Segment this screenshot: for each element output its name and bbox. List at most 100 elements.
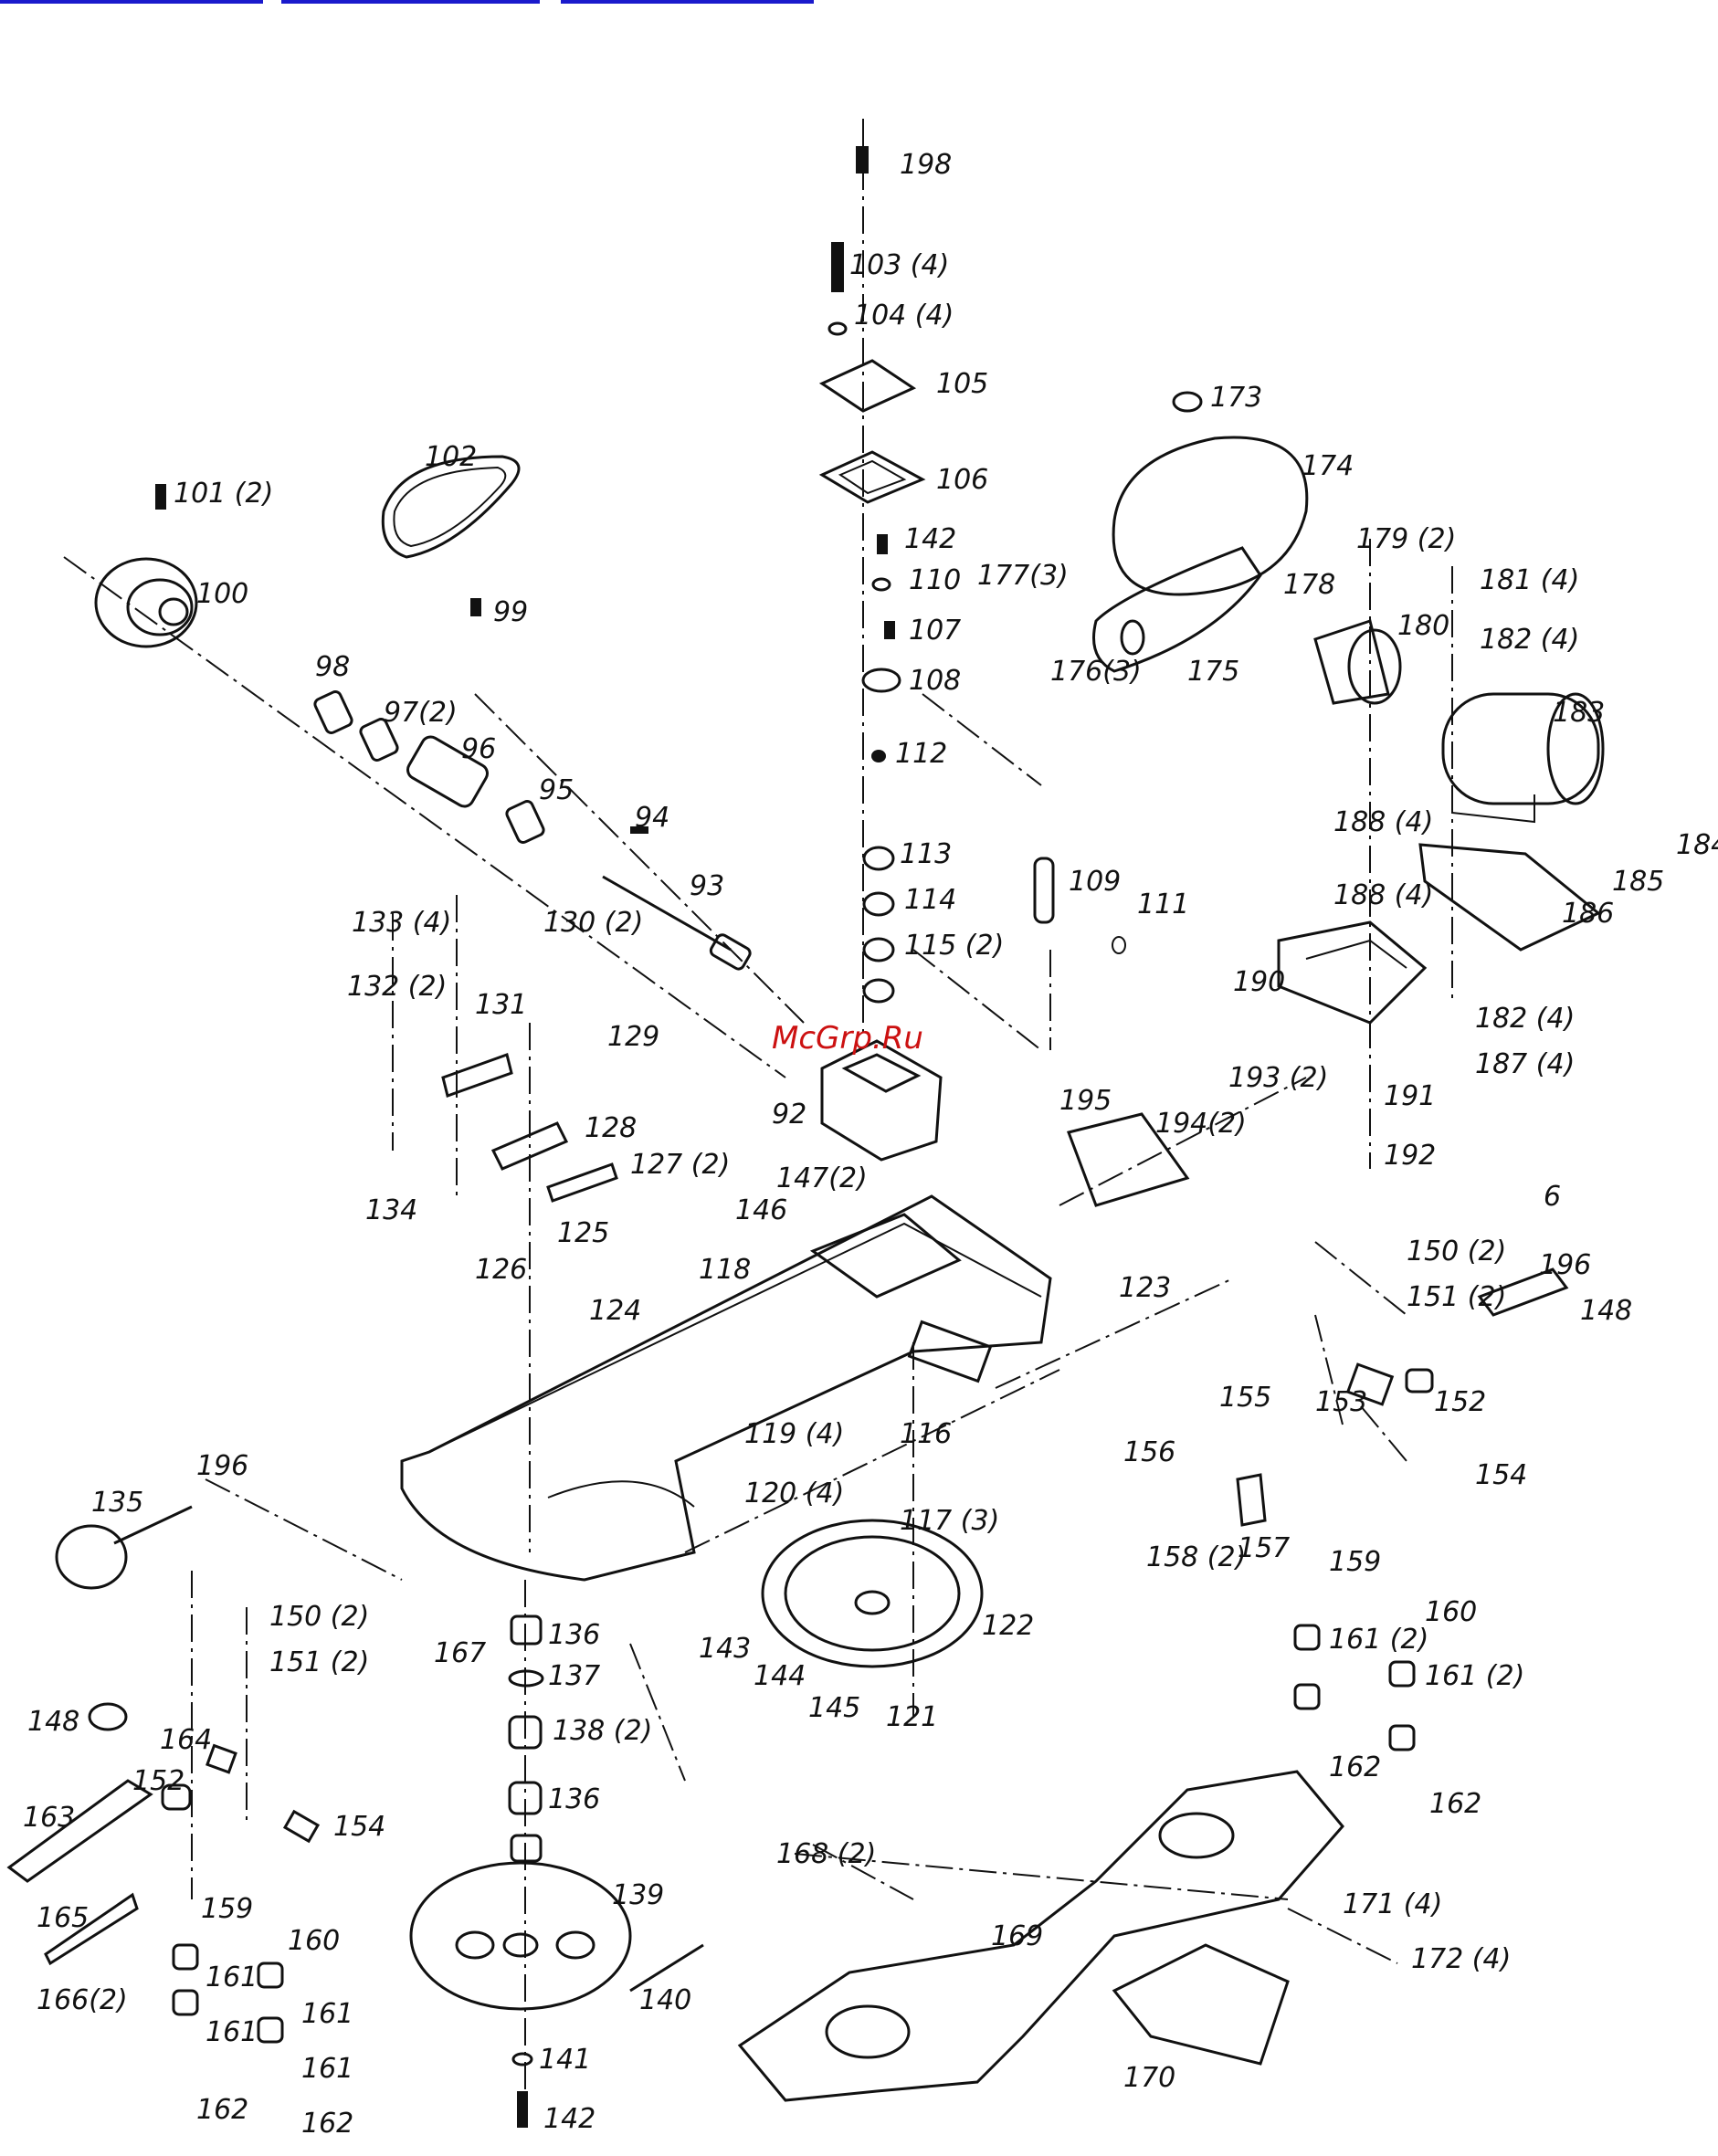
callout-145: 145: [808, 1692, 860, 1724]
callout-160a: 160: [288, 1925, 340, 1957]
callout-166: 166(2): [37, 1984, 128, 2016]
callout-135: 135: [91, 1487, 143, 1519]
motor-183: [1441, 692, 1605, 824]
callout-128: 128: [585, 1112, 637, 1144]
callout-142a: 142: [904, 523, 956, 555]
callout-108: 108: [909, 665, 961, 697]
callout-94: 94: [635, 802, 669, 834]
callout-130: 130 (2): [543, 907, 643, 939]
lower-guides-right: [1236, 1267, 1569, 1751]
callout-163: 163: [23, 1802, 75, 1834]
callout-127: 127 (2): [630, 1149, 730, 1181]
mount-plate-186: [1418, 843, 1601, 952]
callout-167: 167: [434, 1637, 486, 1669]
callout-182b: 182 (4): [1475, 1003, 1575, 1035]
callout-147: 147(2): [776, 1162, 868, 1194]
callout-184: 184: [1676, 829, 1718, 861]
top-link-1[interactable]: [0, 0, 263, 4]
callout-187: 187 (4): [1475, 1048, 1575, 1080]
callout-179: 179 (2): [1356, 523, 1456, 555]
wheel-stack-136-142: [508, 1614, 544, 2128]
callout-180: 180: [1397, 610, 1449, 642]
callout-164: 164: [160, 1724, 212, 1756]
callout-112: 112: [895, 738, 947, 770]
top-link-2[interactable]: [281, 0, 540, 4]
callout-159a: 159: [201, 1893, 253, 1925]
callout-152a: 152: [132, 1765, 184, 1797]
callout-141: 141: [539, 2044, 591, 2076]
callout-177: 177(3): [977, 560, 1069, 592]
callout-161e: 161: [301, 1998, 353, 2030]
watermark: McGrp.Ru: [772, 1020, 923, 1057]
callout-162a: 162: [1329, 1751, 1381, 1783]
callout-117: 117 (3): [900, 1505, 999, 1537]
callout-102: 102: [425, 441, 477, 473]
callout-100: 100: [196, 578, 248, 610]
callout-114: 114: [904, 884, 956, 916]
callout-137: 137: [548, 1660, 600, 1692]
callout-152b: 152: [1434, 1386, 1486, 1418]
callout-119: 119 (4): [744, 1418, 844, 1450]
shaft-parts-93-99: [313, 598, 752, 971]
knob-135: [55, 1505, 193, 1590]
callout-175: 175: [1187, 656, 1239, 688]
saw-frame-118: [400, 1194, 1052, 1582]
pulley-100: [94, 557, 198, 648]
callout-196b: 196: [1539, 1249, 1591, 1281]
callout-134: 134: [365, 1194, 417, 1226]
callout-124: 124: [589, 1295, 641, 1327]
callout-169: 169: [991, 1920, 1043, 1952]
callout-190: 190: [1233, 966, 1285, 998]
callout-159b: 159: [1329, 1546, 1381, 1578]
callout-133: 133 (4): [352, 907, 451, 939]
callout-156: 156: [1123, 1436, 1175, 1468]
callout-162b: 162: [1429, 1788, 1481, 1820]
callout-153: 153: [1315, 1386, 1367, 1418]
motor-pulley-180: [1313, 619, 1402, 705]
callout-116: 116: [900, 1418, 952, 1450]
callout-131: 131: [475, 989, 527, 1021]
callout-191: 191: [1384, 1080, 1436, 1112]
callout-173: 173: [1210, 382, 1262, 414]
callout-98: 98: [315, 651, 350, 683]
callout-110: 110: [909, 564, 961, 596]
leader-lines: [63, 119, 1453, 2128]
callout-125: 125: [557, 1217, 609, 1249]
callout-165: 165: [37, 1902, 89, 1934]
set-screw-101: [155, 484, 166, 510]
callout-103: 103 (4): [849, 249, 949, 281]
callout-138: 138 (2): [553, 1715, 652, 1747]
callout-176: 176(3): [1050, 656, 1142, 688]
callout-101: 101 (2): [174, 478, 273, 510]
callout-192: 192: [1384, 1140, 1436, 1172]
callout-111: 111: [1137, 889, 1189, 920]
callout-174: 174: [1302, 450, 1354, 482]
callout-144: 144: [754, 1660, 806, 1692]
callout-92: 92: [772, 1099, 806, 1131]
callout-150b: 150 (2): [1407, 1236, 1506, 1267]
callout-161b: 161 (2): [1425, 1660, 1524, 1692]
callout-183: 183: [1553, 697, 1605, 729]
callout-107: 107: [909, 615, 961, 647]
callout-146: 146: [735, 1194, 787, 1226]
callout-193: 193 (2): [1228, 1062, 1328, 1094]
callout-148b: 148: [1580, 1295, 1632, 1327]
callout-188b: 188 (4): [1333, 879, 1433, 911]
callout-162c: 162: [196, 2094, 248, 2126]
top-link-3[interactable]: [561, 0, 814, 4]
callout-171: 171 (4): [1343, 1888, 1442, 1920]
belt-cover-174: [1112, 391, 1309, 596]
callout-162d: 162: [301, 2108, 353, 2140]
callout-172: 172 (4): [1411, 1943, 1511, 1975]
callout-170: 170: [1123, 2062, 1175, 2094]
handwheel-122: [761, 1519, 984, 1668]
callout-188a: 188 (4): [1333, 806, 1433, 838]
callout-181: 181 (4): [1480, 564, 1579, 596]
callout-161d: 161: [206, 2016, 258, 2048]
blade-guard-169: [737, 1770, 1344, 2102]
callout-140: 140: [639, 1984, 691, 2016]
callout-143: 143: [699, 1633, 751, 1665]
callout-93: 93: [690, 870, 724, 902]
callout-115: 115 (2): [904, 930, 1004, 962]
